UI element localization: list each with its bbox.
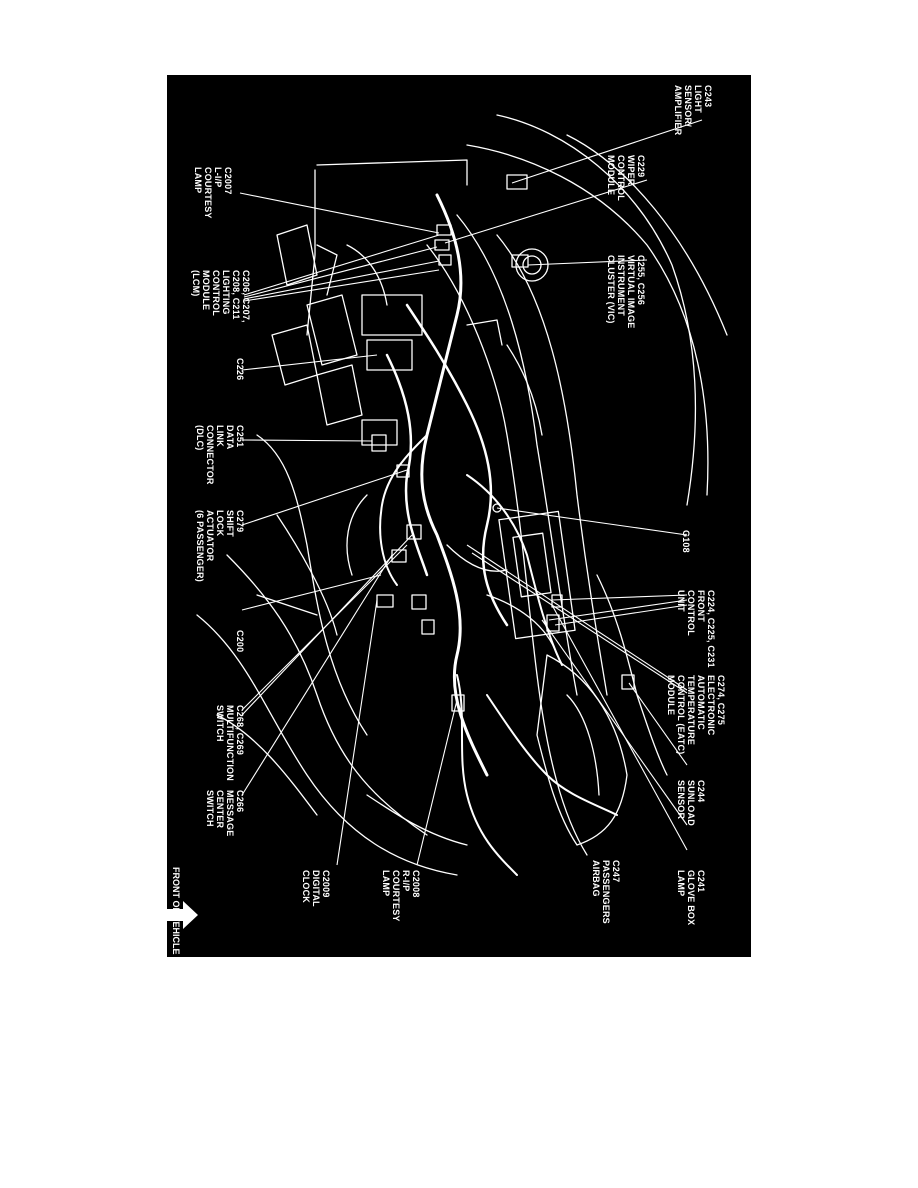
label-c226: C226 [235,358,245,381]
front-control-unit-box [498,510,576,640]
front-of-vehicle-arrow [167,901,198,929]
label-g108: G108 [681,530,691,553]
dash-upper-edge [316,159,468,186]
harness-main [420,193,489,777]
cluster-dial [515,248,549,282]
cowl-arc [496,114,697,506]
front-of-vehicle-label: FRONT OF VEHICLE [171,867,181,955]
lcm-box [361,294,423,336]
dash-lower-curve [426,244,588,856]
label-c200: C200 [235,630,245,653]
pedal-outline [276,224,318,286]
windshield-arc [466,144,709,496]
dashboard-wiring-drawing [167,114,728,929]
